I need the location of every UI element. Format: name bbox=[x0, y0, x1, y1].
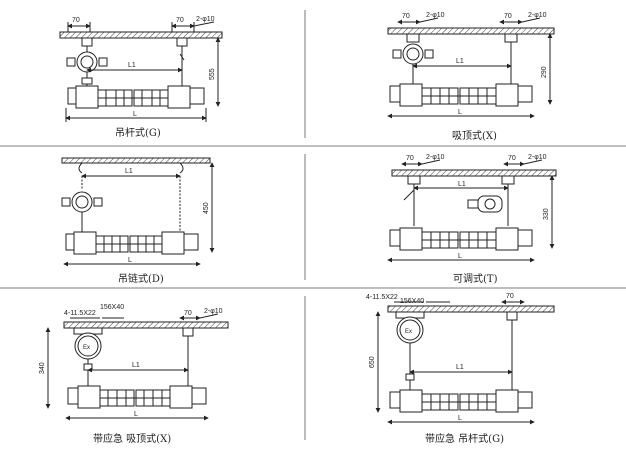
dim-right-offset: 70 bbox=[508, 155, 516, 162]
dim-length: L bbox=[458, 415, 462, 422]
dim-holes-right: 2-φ10 bbox=[528, 12, 547, 19]
caption-ceiling-mount: 吸顶式(X) bbox=[452, 131, 497, 142]
dim-right-offset: 70 bbox=[504, 13, 512, 20]
dim-span: L1 bbox=[125, 168, 133, 175]
dim-holes: 2-φ10 bbox=[426, 154, 445, 161]
dim-length: L bbox=[458, 253, 462, 260]
dim-length: L bbox=[133, 111, 137, 118]
dim-holes: 2-φ10 bbox=[204, 308, 223, 315]
fixture-emergency-pendant bbox=[375, 299, 555, 425]
dim-span: L1 bbox=[456, 364, 464, 371]
panel-frame bbox=[0, 10, 626, 440]
fixture-chain-hung bbox=[61, 157, 215, 267]
dim-left-offset: 70 bbox=[72, 17, 80, 24]
dim-length: L bbox=[128, 257, 132, 264]
dim-span: L1 bbox=[132, 362, 140, 369]
ceiling-plate bbox=[387, 27, 555, 35]
dim-span: L1 bbox=[456, 58, 464, 65]
dim-height: 340 bbox=[39, 362, 46, 374]
dim-height: 330 bbox=[543, 208, 550, 220]
dim-span: L1 bbox=[128, 62, 136, 69]
dim-height: 290 bbox=[541, 66, 548, 78]
caption-pendant-rod: 吊杆式(G) bbox=[115, 128, 161, 139]
dim-mount-holes: 4-11.5X22 bbox=[64, 310, 96, 317]
dim-holes: 2-φ10 bbox=[426, 12, 445, 19]
caption-emergency-ceiling: 带应急 吸顶式(X) bbox=[93, 434, 172, 445]
dim-span: L1 bbox=[458, 181, 466, 188]
caption-emergency-pendant: 带应急 吊杆式(G) bbox=[425, 434, 504, 445]
dim-right-offset: 70 bbox=[176, 17, 184, 24]
ceiling-plate bbox=[387, 305, 555, 313]
dim-holes-right: 2-φ10 bbox=[528, 154, 547, 161]
dim-holes: 2-φ10 bbox=[196, 16, 215, 23]
fixture-emergency-ceiling bbox=[45, 313, 229, 421]
fixture-adjustable bbox=[387, 159, 557, 263]
ceiling-plate bbox=[61, 157, 211, 164]
dim-box-size: 156X40 bbox=[100, 304, 124, 311]
dim-length: L bbox=[134, 411, 138, 418]
dim-height: 650 bbox=[369, 356, 376, 368]
dim-right-offset: 70 bbox=[506, 293, 514, 300]
ceiling-plate bbox=[59, 31, 223, 39]
dim-box-size: 156X40 bbox=[400, 298, 424, 305]
dim-left-offset: 70 bbox=[406, 155, 414, 162]
dim-mount-holes: 4-11.5X22 bbox=[366, 294, 398, 301]
caption-adjustable: 可调式(T) bbox=[453, 274, 498, 285]
box-mark: Ex bbox=[83, 345, 90, 351]
dim-height: 555 bbox=[209, 68, 216, 80]
fixture-pendant-rod bbox=[59, 21, 223, 122]
dim-length: L bbox=[458, 109, 462, 116]
fixture-ceiling-mount bbox=[387, 17, 555, 119]
dim-left-offset: 70 bbox=[402, 13, 410, 20]
box-mark: Ex bbox=[405, 329, 412, 335]
caption-chain-hung: 吊链式(D) bbox=[118, 274, 164, 285]
dim-right-offset: 70 bbox=[184, 310, 192, 317]
ceiling-plate bbox=[63, 321, 229, 329]
dim-height: 450 bbox=[203, 202, 210, 214]
ceiling-plate bbox=[391, 169, 557, 177]
